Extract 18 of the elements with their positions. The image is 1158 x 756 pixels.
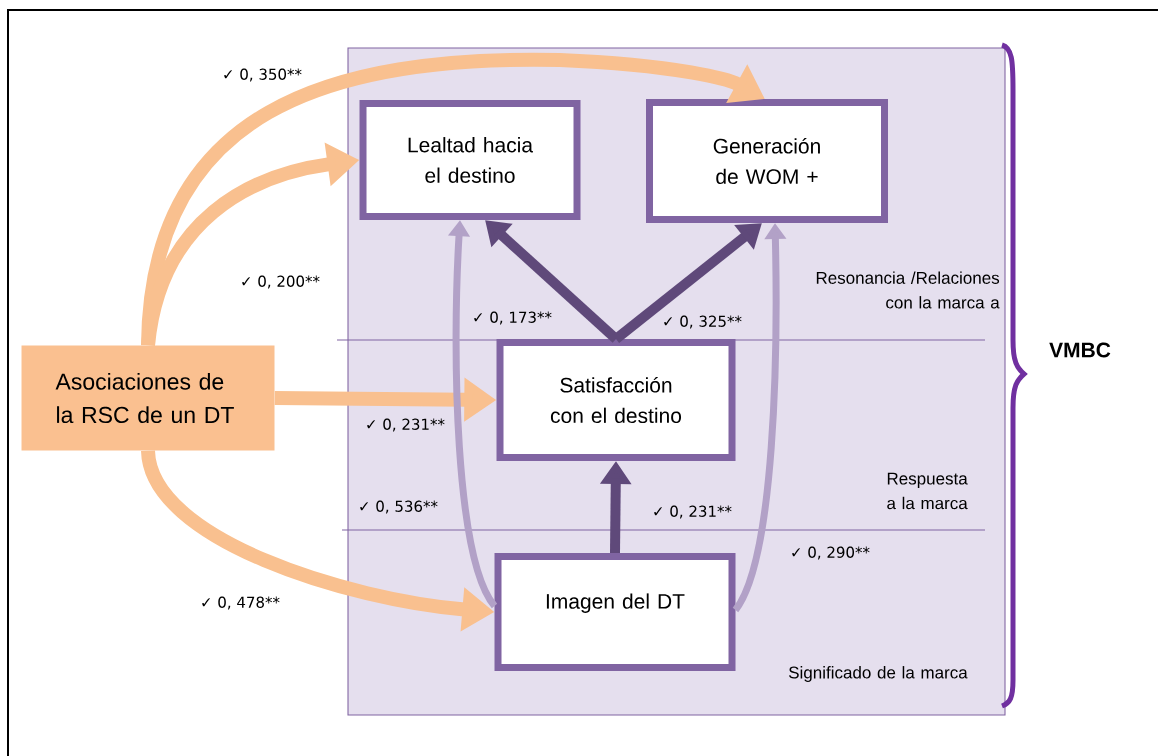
edge-label: ✓ 0, 231**: [367, 418, 445, 432]
group-label: VMBC: [1049, 342, 1111, 358]
process-box: Lealtad hacia el destino: [359, 100, 581, 220]
process-box: Imagen del DT: [494, 553, 736, 671]
process-box: Satisfacción con el destino: [496, 339, 736, 461]
edge-label: ✓ 0, 325**: [664, 315, 742, 329]
edge-label: ✓ 0, 231**: [654, 505, 732, 519]
node-label: Resonancia /Relaciones con la marca a: [816, 271, 1000, 309]
node-label: Respuesta a la marca: [887, 472, 968, 510]
edge-label: ✓ 0, 200**: [242, 275, 320, 289]
edge-label: ✓ 0, 350**: [224, 68, 302, 82]
edge-label: ✓ 0, 290**: [792, 546, 870, 560]
source-box: Asociaciones de la RSC de un DT: [21, 345, 275, 451]
process-box: Generación de WOM +: [646, 99, 888, 223]
edge-label: ✓ 0, 478**: [202, 596, 280, 610]
edge-label: ✓ 0, 173**: [474, 311, 552, 325]
node-label: Significado de la marca: [788, 666, 968, 682]
edge-label: ✓ 0, 536**: [360, 500, 438, 514]
